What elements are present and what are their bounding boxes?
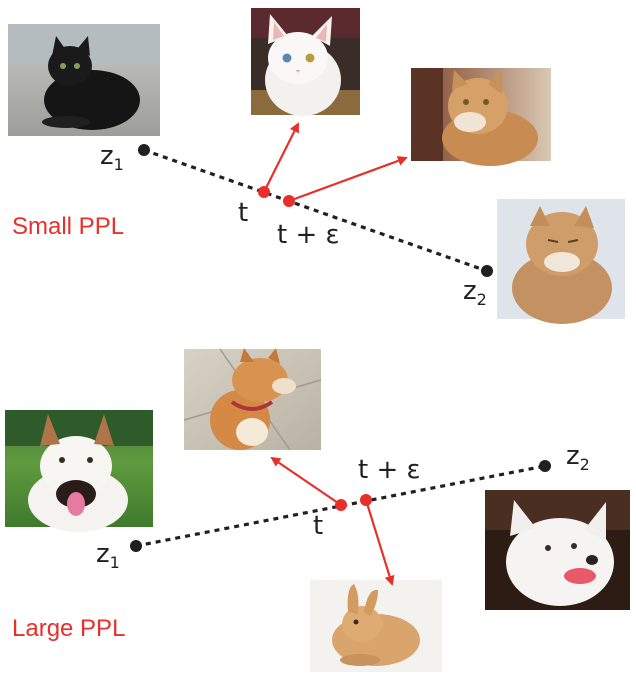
small-t-eps-label: t + ε [277, 220, 340, 250]
large-ppl-panel: z1 z2 t t + ε Large PPL [5, 348, 630, 672]
large-t-point [335, 499, 347, 511]
large-arrow-t-eps [364, 499, 395, 586]
small-interpolation-path [143, 148, 488, 273]
small-t-label: t [238, 198, 248, 228]
small-t-eps-point [283, 195, 295, 207]
large-z1-label: z1 [96, 539, 120, 572]
large-z2-label: z2 [566, 441, 590, 474]
large-z2-point [539, 460, 551, 472]
small-z1-point [138, 144, 150, 156]
small-arrow-t [263, 122, 299, 193]
large-t-image [183, 348, 322, 451]
small-t-image [251, 8, 360, 116]
small-z2-point [481, 265, 493, 277]
small-start-image [8, 24, 160, 136]
small-z1-label: z1 [100, 141, 124, 174]
small-ppl-title: Small PPL [12, 213, 124, 240]
large-t-eps-point [360, 494, 372, 506]
large-t-eps-image [310, 580, 442, 672]
large-t-label: t [313, 511, 323, 541]
large-end-image [485, 490, 630, 610]
small-t-point [258, 186, 270, 198]
large-z1-point [130, 540, 142, 552]
large-ppl-title: Large PPL [12, 615, 125, 642]
small-arrow-t-eps [288, 156, 408, 203]
small-t-eps-image [411, 68, 551, 166]
small-end-image [497, 199, 625, 324]
large-t-eps-label: t + ε [358, 455, 421, 485]
large-start-image [5, 410, 153, 532]
large-arrow-t [270, 456, 342, 506]
small-ppl-panel: z1 z2 t t + ε Small PPL [8, 8, 625, 324]
small-z2-label: z2 [463, 276, 487, 309]
